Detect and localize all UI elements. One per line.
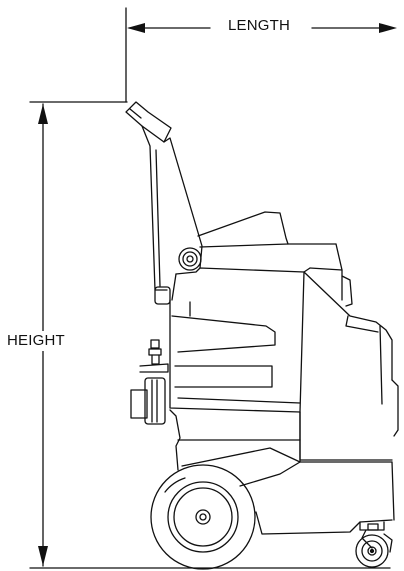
side-cylinder [144, 377, 166, 425]
front-caster [355, 521, 393, 568]
height-arrow-top [38, 104, 48, 124]
handle-latch [154, 286, 171, 305]
pivot-knob [178, 247, 202, 271]
height-arrow-bottom [38, 546, 48, 566]
length-arrow-right [379, 23, 397, 33]
fitting-top [150, 339, 160, 349]
fitting-nut [148, 348, 162, 356]
machine [125, 101, 399, 570]
length-arrow-left [127, 23, 145, 33]
height-dimension [29, 101, 391, 569]
length-label: LENGTH [224, 18, 295, 34]
height-label: HEIGHT [6, 331, 66, 351]
length-dimension [125, 7, 397, 103]
rear-wheel [150, 464, 256, 570]
rear-wheel-hub [195, 509, 211, 525]
hose-fitting [130, 339, 169, 425]
caster-wheel [355, 534, 389, 568]
top-lid [197, 211, 353, 307]
main-body [169, 267, 311, 413]
lower-chassis [169, 409, 395, 535]
front-panel [299, 271, 399, 461]
rear-wheel-rim [167, 481, 239, 553]
handle-grip [125, 101, 172, 143]
side-bracket [130, 389, 148, 419]
rear-wheel-tire [150, 464, 256, 570]
